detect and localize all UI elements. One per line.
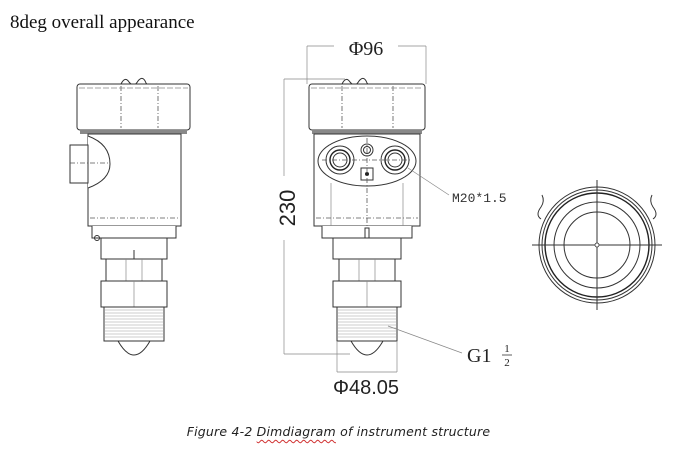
caption-prefix: Figure 4-2: [186, 424, 257, 439]
caption-suffix: of instrument structure: [335, 424, 491, 439]
callout-thread-fraction-numerator: 1: [504, 343, 510, 355]
callout-cable-gland: M20*1.5: [452, 191, 507, 206]
dimension-width-top: Φ96: [349, 38, 384, 60]
caption-misspelled-word: Dimdiagram: [256, 424, 336, 439]
dimension-height: 230: [275, 190, 300, 227]
dimension-lines: [283, 45, 463, 373]
callout-thread: G1: [467, 345, 491, 367]
figure-caption: Figure 4-2 Dimdiagram of instrument stru…: [0, 424, 677, 439]
callout-thread-fraction-denominator: 2: [504, 357, 510, 369]
front-view: [308, 77, 426, 356]
top-view: [532, 180, 662, 310]
dimension-width-bottom: Φ48.05: [333, 377, 399, 399]
side-view: [69, 77, 191, 356]
page-title: 8deg overall appearance: [10, 12, 195, 33]
